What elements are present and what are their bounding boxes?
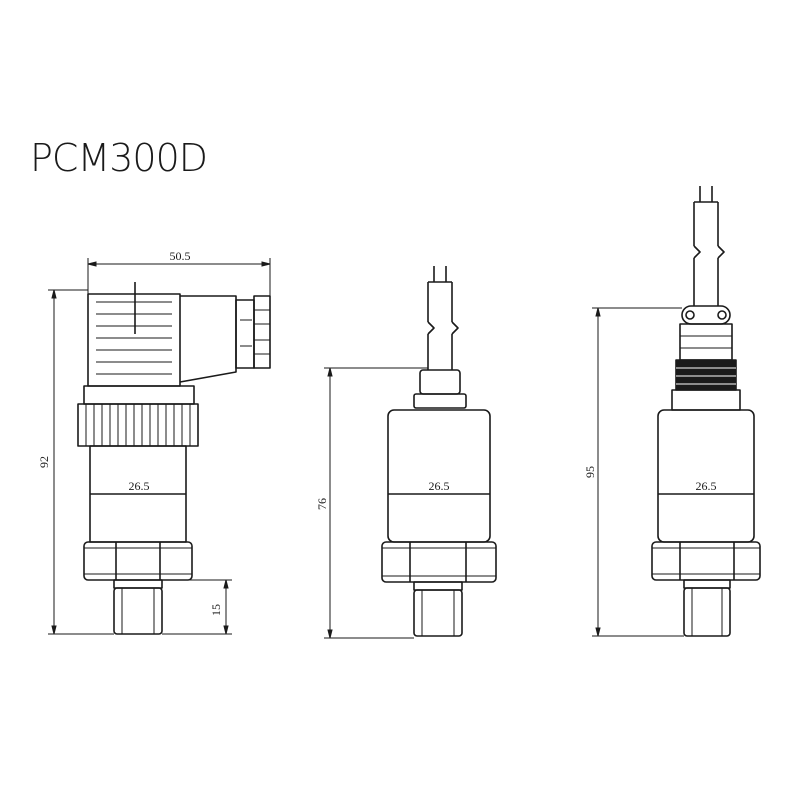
sensor-body: 26.5 xyxy=(657,409,755,543)
hex-nut xyxy=(381,541,497,583)
dimension-thread: 15 xyxy=(162,579,232,635)
thread-fitting xyxy=(683,579,731,637)
height-label: 95 xyxy=(583,466,597,478)
aviation-plug-view: 26.5 95 xyxy=(583,186,761,637)
dimension-height: 76 xyxy=(315,367,428,639)
sensor-body: 26.5 xyxy=(89,445,187,543)
hex-nut xyxy=(651,541,761,581)
dimension-height: 95 xyxy=(583,307,684,637)
width-label: 50.5 xyxy=(170,249,191,263)
dimension-width: 50.5 xyxy=(87,249,271,296)
thread-fitting xyxy=(113,579,163,635)
dimension-height: 92 xyxy=(37,289,114,635)
height-label: 76 xyxy=(315,498,329,510)
page-title: PCM300D xyxy=(30,136,208,180)
cable xyxy=(693,186,725,306)
diameter-label: 26.5 xyxy=(129,479,150,493)
height-label: 92 xyxy=(37,456,51,468)
knurled-nut xyxy=(77,403,199,447)
cable xyxy=(427,266,459,370)
diameter-label: 26.5 xyxy=(429,479,450,493)
thread-label: 15 xyxy=(209,604,223,616)
din-connector-view: 26.5 50.5 xyxy=(37,249,271,635)
din-connector-housing xyxy=(83,282,271,405)
hex-nut xyxy=(83,541,193,581)
diameter-label: 26.5 xyxy=(696,479,717,493)
aviation-plug xyxy=(671,305,741,411)
cable-gland xyxy=(413,369,467,409)
sensor-body: 26.5 xyxy=(387,409,491,543)
thread-fitting xyxy=(413,581,463,637)
cable-gland-view: 26.5 76 xyxy=(315,266,497,639)
